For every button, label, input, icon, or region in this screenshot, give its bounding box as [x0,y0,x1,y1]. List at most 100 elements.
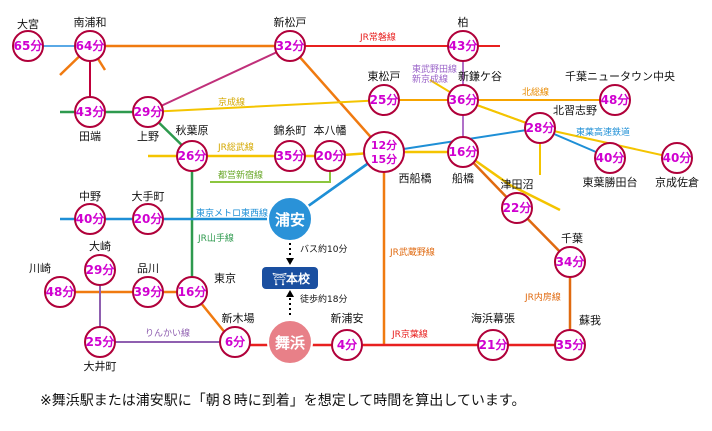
station-kashiwa-name: 柏 [458,15,469,29]
station-motoyawata[interactable]: 本八幡 20分 [314,123,347,172]
station-tabata-time: 43分 [76,104,105,119]
station-chibanewtown-name: 千葉ニュータウン中央 [565,69,675,83]
station-funabashi-time: 16分 [449,144,478,159]
walk-note: 徒歩約18分 [300,293,347,305]
station-funabashi-name: 船橋 [452,171,474,185]
station-osaki-name: 大崎 [89,239,111,253]
station-nakano-time: 40分 [76,211,105,226]
station-kinshicho[interactable]: 錦糸町 35分 [274,123,307,172]
station-minamiurawa[interactable]: 南浦和 64分 [74,16,107,62]
station-otemachi[interactable]: 大手町 20分 [132,189,165,235]
station-oimachi[interactable]: 25分 大井町 [84,326,117,373]
station-nishifunabashi-name: 西船橋 [399,171,432,185]
station-omiya-name: 大宮 [17,17,39,31]
label-keisei: 京成線 [218,96,245,108]
label-rinkai: りんかい線 [145,327,190,339]
station-soga-name: 蘇我 [579,314,601,327]
label-tozai: 東京メトロ東西線 [196,207,268,219]
station-kawasaki[interactable]: 川崎 48分 [29,261,76,308]
label-toeishinjuku: 都営新宿線 [218,169,263,181]
station-kashiwa[interactable]: 柏 43分 [447,15,479,62]
station-otemachi-name: 大手町 [132,189,165,203]
station-akihabara-name: 秋葉原 [176,123,209,137]
station-shinkamagaya-name: 新鎌ケ谷 [458,69,502,83]
label-joban: JR常磐線 [359,31,396,43]
station-akihabara-time: 26分 [178,148,207,163]
station-ueno-time: 29分 [134,104,163,119]
school-box[interactable]: ⛩ 本校 [262,267,318,289]
station-oimachi-name: 大井町 [84,359,117,373]
station-minamiurawa-time: 64分 [76,38,105,53]
label-yamanote: JR山手線 [197,232,234,244]
station-shinagawa-time: 39分 [134,284,163,299]
station-ueno[interactable]: 29分 上野 [132,96,164,143]
station-toyokatsutadai[interactable]: 40分 東葉勝田台 [583,142,638,189]
walk-arrow [286,290,294,297]
school-icon: ⛩ [272,272,287,286]
station-kashiwa-time: 43分 [449,38,478,53]
station-shinurayasu[interactable]: 新浦安 4分 [331,311,364,361]
label-tobunoda: 東武野田線 [412,63,457,75]
hub-maihama-label: 舞浜 [275,334,305,352]
station-keiseisakura-name: 京成佐倉 [655,175,699,189]
shinkeisei-line-2 [429,79,541,175]
station-tabata-name: 田端 [79,130,101,143]
station-nishifunabashi-time2: 15分 [371,152,397,166]
station-omiya-time: 65分 [14,38,43,53]
hub-maihama[interactable]: 舞浜 [267,319,313,365]
station-tabata[interactable]: 43分 田端 [74,96,106,143]
station-chibanewtown-time: 48分 [601,92,630,107]
station-shinmatsudo-time: 32分 [276,38,305,53]
label-toyorapid: 東葉高速鉄道 [576,126,630,138]
station-nakano[interactable]: 中野 40分 [74,190,106,235]
station-kitanarashino-name: 北習志野 [553,104,597,117]
station-tokyo-time: 16分 [178,284,207,299]
label-sobu: JR総武線 [217,141,254,153]
station-shinmatsudo[interactable]: 新松戸 32分 [274,15,307,62]
station-toyokatsutadai-name: 東葉勝田台 [583,175,638,189]
station-keiseisakura[interactable]: 40分 京成佐倉 [655,142,699,189]
station-akihabara[interactable]: 秋葉原 26分 [176,123,209,172]
station-motoyawata-name: 本八幡 [314,123,347,137]
uchibo-line [462,151,572,345]
station-chiba-name: 千葉 [561,231,583,245]
station-soga[interactable]: 蘇我 35分 [554,314,601,361]
station-kawasaki-name: 川崎 [29,261,51,275]
station-osaki-time: 29分 [86,262,115,277]
station-tsudanuma[interactable]: 津田沼 22分 [501,177,534,224]
station-shinkiba-name: 新木場 [222,311,255,325]
hub-urayasu-label: 浦安 [275,211,305,229]
station-shinkamagaya[interactable]: 新鎌ケ谷 36分 [447,69,502,116]
station-chibanewtown[interactable]: 千葉ニュータウン中央 48分 [565,69,675,116]
bus-note: バス約10分 [300,243,347,255]
station-kinshicho-name: 錦糸町 [274,123,307,137]
station-otemachi-time: 20分 [134,211,163,226]
station-chiba[interactable]: 千葉 34分 [554,231,586,278]
station-tokyo-name: 東京 [214,271,236,285]
sobu-line [148,150,561,212]
station-shinagawa[interactable]: 品川 39分 [132,262,164,308]
station-motoyawata-time: 20分 [316,148,345,163]
station-shinurayasu-name: 新浦安 [331,311,364,325]
station-higashimatsudo-name: 東松戸 [368,69,401,83]
hub-urayasu[interactable]: 浦安 [267,196,313,242]
station-shinkiba[interactable]: 新木場 6分 [219,311,255,358]
station-kitanarashino[interactable]: 北習志野 28分 [524,104,597,144]
label-musashino: JR武蔵野線 [389,246,435,258]
station-kaihinmakuhari[interactable]: 海浜幕張 21分 [471,311,515,361]
station-kaihinmakuhari-name: 海浜幕張 [471,311,515,325]
station-kitanarashino-time: 28分 [526,120,555,135]
label-keiyo: JR京葉線 [391,328,428,340]
label-shinkeisei: 新京成線 [412,73,448,85]
station-shinagawa-name: 品川 [137,262,159,275]
station-shinkiba-time: 6分 [225,334,245,349]
station-tokyo[interactable]: 16分 東京 [176,271,236,308]
station-osaki[interactable]: 大崎 29分 [84,239,116,286]
station-nishifunabashi-time: 12分 [371,138,397,152]
station-higashimatsudo[interactable]: 東松戸 25分 [368,69,401,116]
station-nishifunabashi[interactable]: 12分 15分 西船橋 [363,131,432,185]
station-omiya[interactable]: 大宮 65分 [12,17,44,62]
station-funabashi[interactable]: 16分 船橋 [447,136,479,185]
station-toyokatsutadai-time: 40分 [596,150,625,165]
